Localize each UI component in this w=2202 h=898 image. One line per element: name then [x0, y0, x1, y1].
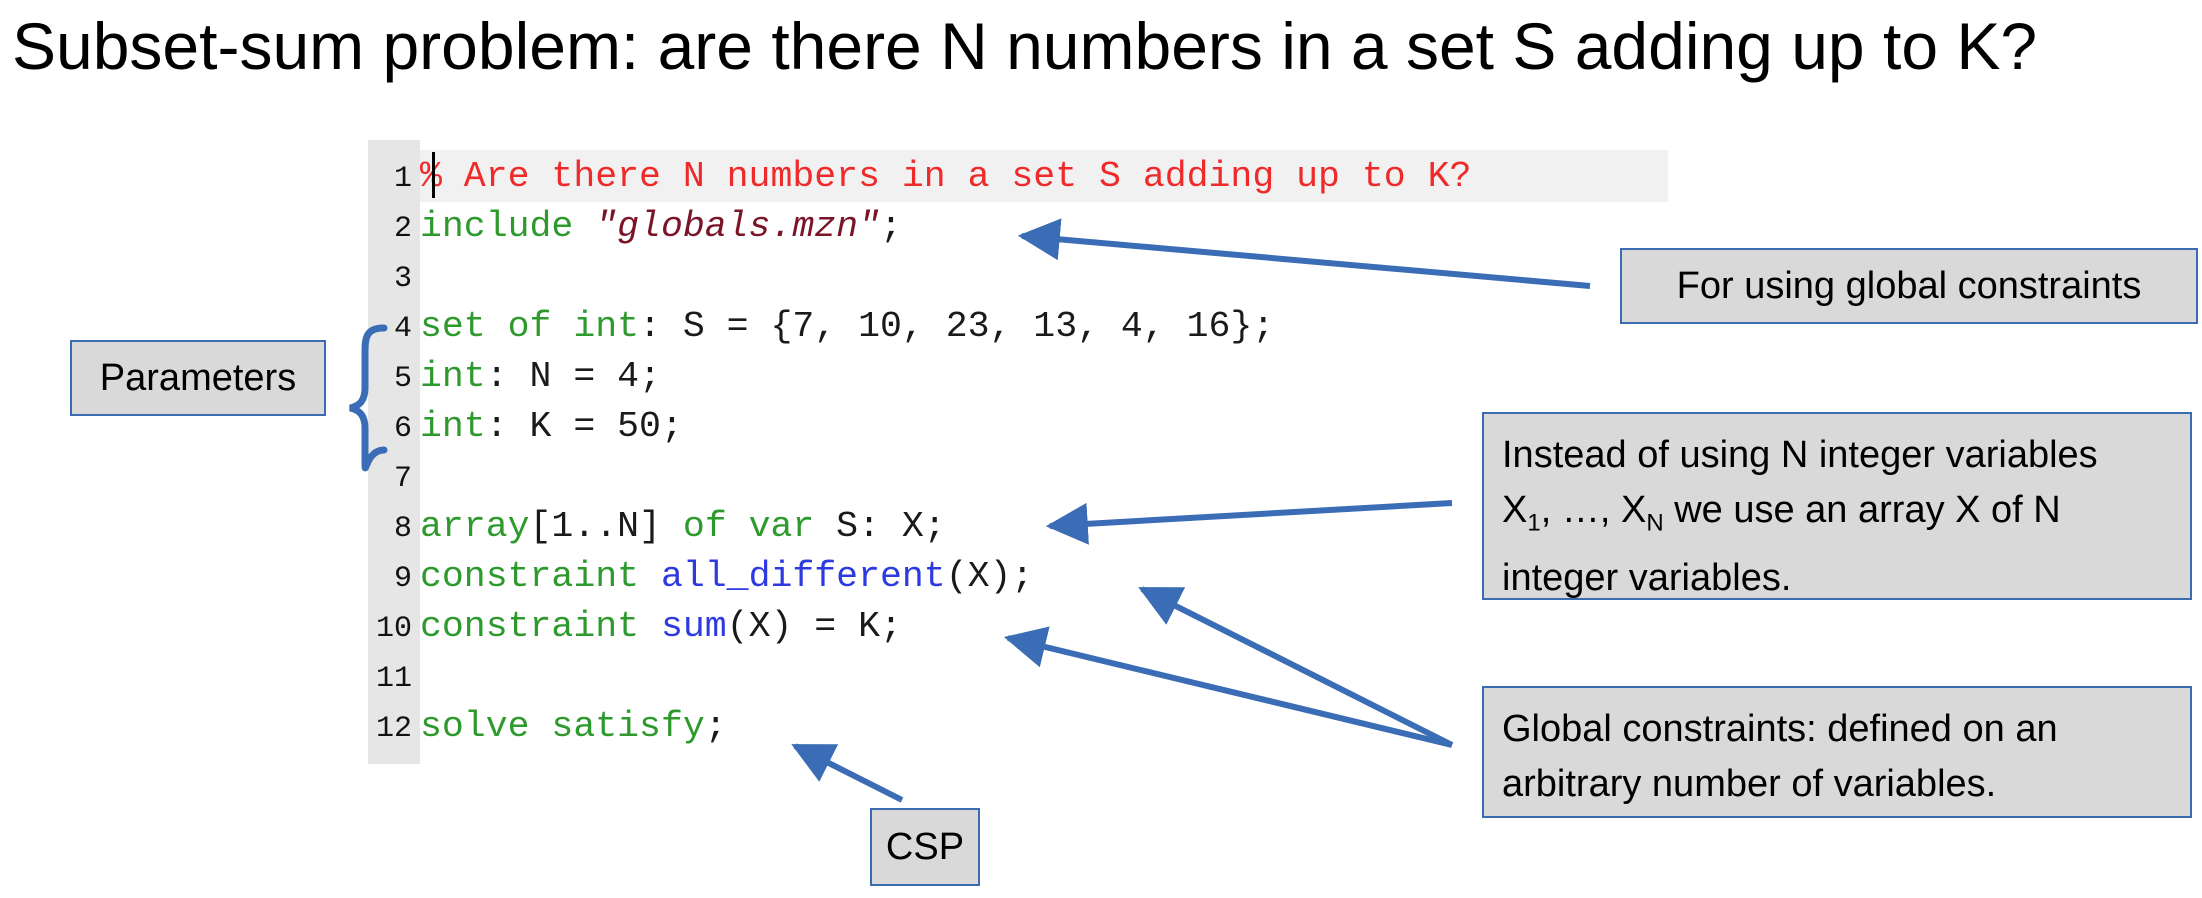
- code-text: int: K = 50;: [420, 402, 683, 452]
- callout-parameters-text: Parameters: [99, 356, 297, 399]
- brace-icon: [349, 324, 388, 472]
- arrow-to-sum: [1003, 626, 1453, 748]
- code-token-kw: constraint: [420, 606, 661, 647]
- callout-array-line3: integer variables.: [1502, 556, 1792, 599]
- code-token-kw: array: [420, 506, 530, 547]
- line-number: 6: [393, 412, 412, 446]
- line-number: 2: [393, 212, 412, 246]
- code-token-fn: all_different: [660, 556, 946, 597]
- code-line: 7: [368, 452, 420, 502]
- arrow-to-include: [1017, 218, 1591, 289]
- text-cursor: [432, 152, 435, 198]
- slide-title: Subset-sum problem: are there N numbers …: [12, 9, 2038, 83]
- code-token-kw: include: [420, 206, 596, 247]
- code-token-kw: constraint: [420, 556, 661, 597]
- current-line-highlight: [420, 150, 1668, 202]
- code-text: set of int: S = {7, 10, 23, 13, 4, 16};: [420, 302, 1274, 352]
- line-number: 3: [393, 262, 412, 296]
- code-text: solve satisfy;: [420, 702, 727, 752]
- callout-array-line2: X1, …, XN we use an array X of N: [1502, 489, 2061, 537]
- line-number: 8: [393, 512, 412, 546]
- code-token-plain: ;: [879, 206, 902, 247]
- code-token-fn: sum: [660, 606, 727, 647]
- code-token-kw: int: [420, 356, 486, 397]
- code-token-plain: ;: [704, 706, 727, 747]
- code-token-plain: : S = {7, 10, 23, 13, 4, 16};: [639, 306, 1275, 347]
- code-line: 3: [368, 252, 420, 302]
- code-text: array[1..N] of var S: X;: [420, 502, 946, 552]
- code-token-plain: S: X;: [814, 506, 946, 547]
- line-number: 4: [393, 312, 412, 346]
- line-number: 12: [375, 712, 412, 746]
- callout-constraints-line2: arbitrary number of variables.: [1502, 763, 1997, 805]
- arrow-to-solve: [791, 743, 904, 803]
- arrow-to-array: [1045, 500, 1453, 545]
- code-text: include "globals.mzn";: [420, 202, 902, 252]
- callout-global-constraints-text: For using global constraints: [1676, 264, 2142, 307]
- arrow-to-all-different: [1138, 586, 1454, 748]
- code-token-plain: : K = 50;: [485, 406, 683, 447]
- code-token-str: "globals.mzn": [595, 206, 880, 247]
- callout-csp-text: CSP: [885, 825, 965, 868]
- code-token-plain: [1..N]: [529, 506, 683, 547]
- code-token-comment: % Are there N numbers in a set S adding …: [420, 156, 1472, 197]
- callout-array-line1: Instead of using N integer variables: [1502, 434, 2098, 476]
- code-text: constraint sum(X) = K;: [420, 602, 902, 652]
- code-token-plain: (X);: [945, 556, 1034, 597]
- callout-csp: CSP: [870, 808, 980, 886]
- line-number: 7: [393, 462, 412, 496]
- code-line: 1% Are there N numbers in a set S adding…: [368, 152, 1471, 202]
- line-number: 10: [375, 612, 412, 646]
- callout-global-constraints: For using global constraints: [1620, 248, 2198, 324]
- callout-constraints-line1: Global constraints: defined on an: [1502, 708, 2058, 750]
- line-number: 5: [393, 362, 412, 396]
- code-text: int: N = 4;: [420, 352, 661, 402]
- code-token-kw: set of int: [420, 306, 640, 347]
- code-token-plain: : N = 4;: [485, 356, 661, 397]
- code-token-kw: solve satisfy: [420, 706, 705, 747]
- line-number: 9: [393, 562, 412, 596]
- code-token-plain: (X) = K;: [726, 606, 902, 647]
- code-token-kw: of var: [682, 506, 815, 547]
- code-text: % Are there N numbers in a set S adding …: [420, 152, 1471, 202]
- code-token-kw: int: [420, 406, 486, 447]
- callout-global-constraints-definition: Global constraints: defined on an arbitr…: [1482, 686, 2192, 818]
- callout-array: Instead of using N integer variables X1,…: [1482, 412, 2192, 600]
- code-text: constraint all_different(X);: [420, 552, 1033, 602]
- line-number: 1: [393, 162, 412, 196]
- line-number: 11: [375, 662, 412, 696]
- code-line: 11: [368, 652, 420, 702]
- callout-parameters: Parameters: [70, 340, 326, 416]
